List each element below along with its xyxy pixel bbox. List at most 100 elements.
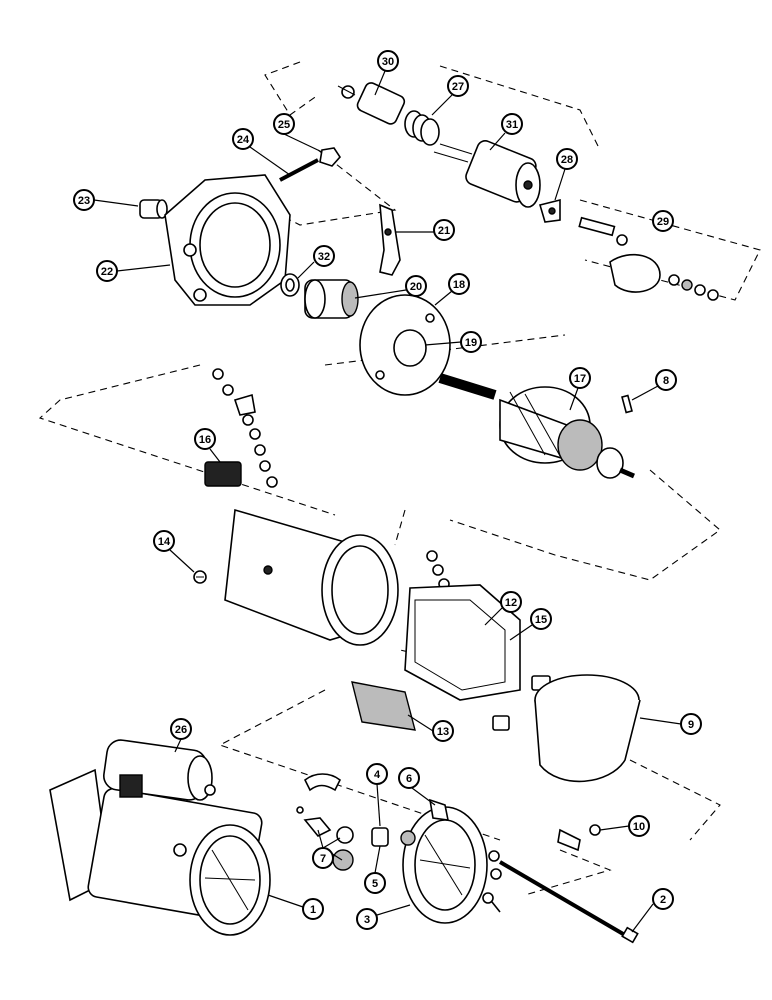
callout-circle <box>628 815 650 837</box>
callout-circle <box>556 148 578 170</box>
callout-number: 1 <box>310 904 316 916</box>
intermediate-plate <box>359 294 451 396</box>
callout-circle <box>433 219 455 241</box>
callout-number: 26 <box>175 724 187 736</box>
callout-5: 5 <box>364 872 386 894</box>
callout-30: 30 <box>377 50 399 72</box>
solenoid-plunger <box>337 82 406 125</box>
callout-32: 32 <box>313 245 335 267</box>
callout-circle <box>312 847 334 869</box>
solenoid-switch <box>433 140 541 208</box>
callout-4: 4 <box>366 763 388 785</box>
callout-circle <box>356 908 378 930</box>
field-coils <box>404 584 551 731</box>
callout-1: 1 <box>302 898 324 920</box>
drive-pinion-assembly <box>304 279 359 319</box>
callout-circle <box>655 369 677 391</box>
pole-screw <box>193 570 207 584</box>
callout-number: 24 <box>237 134 250 146</box>
callout-17: 17 <box>569 367 591 389</box>
callout-number: 9 <box>688 719 694 731</box>
callout-6: 6 <box>398 767 420 789</box>
callout-9: 9 <box>680 713 702 735</box>
callout-number: 23 <box>78 195 90 207</box>
callout-number: 29 <box>657 216 669 228</box>
callout-22: 22 <box>96 260 118 282</box>
callout-number: 17 <box>574 373 586 385</box>
callout-circle <box>398 767 420 789</box>
callout-circle <box>273 113 295 135</box>
callout-number: 18 <box>453 279 465 291</box>
drive-end-bushing <box>139 199 168 219</box>
callout-circle <box>448 273 470 295</box>
callout-number: 12 <box>505 597 517 609</box>
callout-10: 10 <box>628 815 650 837</box>
callout-16: 16 <box>194 428 216 450</box>
callout-number: 28 <box>561 154 573 166</box>
terminal-hardware <box>204 368 278 488</box>
callout-23: 23 <box>73 189 95 211</box>
callout-circle <box>405 275 427 297</box>
callout-24: 24 <box>232 128 254 150</box>
band-nut <box>589 824 601 836</box>
pivot-bolt-and-nut <box>279 147 342 182</box>
callout-number: 6 <box>406 773 412 785</box>
leader-lines <box>93 70 682 933</box>
callout-circle <box>501 113 523 135</box>
callout-number: 16 <box>199 434 211 446</box>
callout-number: 25 <box>278 119 290 131</box>
callout-number: 7 <box>320 853 326 865</box>
callout-circle <box>377 50 399 72</box>
drive-end-housing <box>164 174 291 306</box>
cover-band <box>534 674 641 852</box>
pole-shoe <box>351 681 416 731</box>
through-bolt <box>488 850 639 944</box>
callout-number: 3 <box>364 914 370 926</box>
callout-number: 22 <box>101 266 113 278</box>
callout-number: 4 <box>374 769 381 781</box>
armature <box>438 373 635 479</box>
solenoid-cover-hardware <box>578 216 719 301</box>
brush-hardware <box>296 773 450 871</box>
callout-circle <box>313 245 335 267</box>
callout-number: 27 <box>452 81 464 93</box>
callout-circle <box>153 530 175 552</box>
callout-circle <box>302 898 324 920</box>
callout-7: 7 <box>312 847 334 869</box>
callout-number: 5 <box>372 878 378 890</box>
commutator-end-housing <box>402 806 501 924</box>
callout-number: 14 <box>158 536 171 548</box>
callout-31: 31 <box>501 113 523 135</box>
callout-number: 21 <box>438 225 450 237</box>
armature-key <box>621 394 633 414</box>
callout-number: 2 <box>660 894 666 906</box>
callout-number: 19 <box>465 337 477 349</box>
shift-lever <box>379 203 401 276</box>
callout-number: 20 <box>410 281 422 293</box>
thrust-washer <box>280 273 300 297</box>
callout-number: 31 <box>506 119 518 131</box>
callout-number: 10 <box>633 821 645 833</box>
callout-circle <box>432 720 454 742</box>
callout-12: 12 <box>500 591 522 613</box>
callout-28: 28 <box>556 148 578 170</box>
callout-circle <box>652 210 674 232</box>
terminal-contact <box>538 198 561 223</box>
callout-25: 25 <box>273 113 295 135</box>
callout-circle <box>652 888 674 910</box>
callout-26: 26 <box>170 718 192 740</box>
callout-27: 27 <box>447 75 469 97</box>
return-spring <box>404 110 440 146</box>
callout-number: 13 <box>437 726 449 738</box>
callout-circle <box>364 872 386 894</box>
callout-circle <box>447 75 469 97</box>
callout-15: 15 <box>530 608 552 630</box>
callout-circle <box>366 763 388 785</box>
callout-number: 8 <box>663 375 669 387</box>
callout-circle <box>232 128 254 150</box>
callout-19: 19 <box>460 331 482 353</box>
callout-circle <box>194 428 216 450</box>
callout-circle <box>170 718 192 740</box>
